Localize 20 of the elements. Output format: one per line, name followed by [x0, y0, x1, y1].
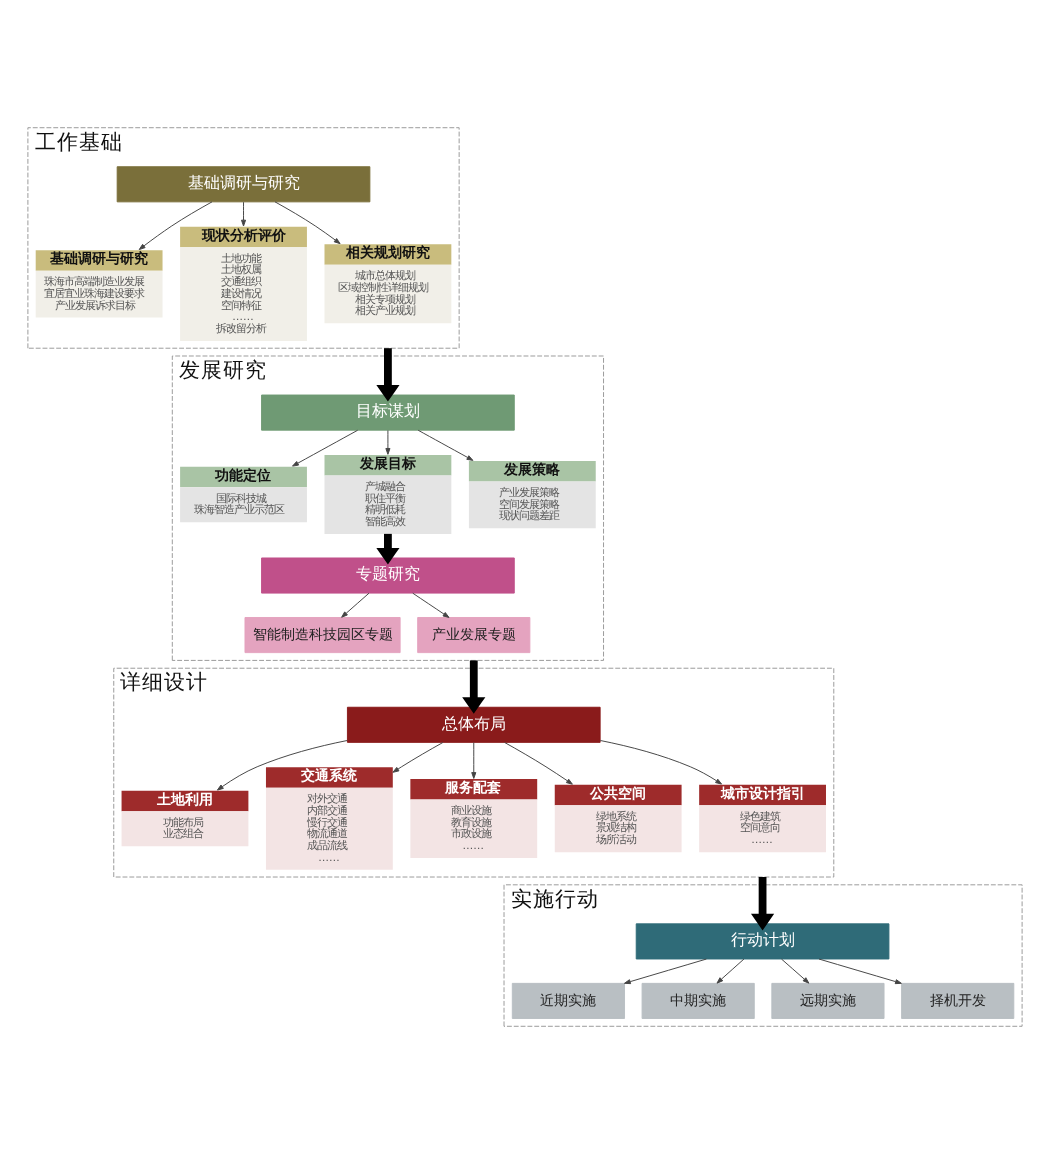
arrow	[417, 428, 474, 460]
arrow	[751, 876, 775, 930]
arrow	[274, 200, 341, 244]
arrow	[292, 428, 359, 466]
arrow	[716, 957, 745, 983]
arrow	[781, 957, 810, 983]
arrow	[341, 591, 370, 617]
arrow	[138, 200, 213, 250]
arrow	[504, 741, 573, 784]
arrow	[241, 200, 247, 226]
arrow	[392, 741, 444, 772]
arrow	[623, 957, 707, 984]
arrow	[412, 591, 450, 617]
arrow	[462, 659, 486, 713]
arrow	[376, 347, 400, 401]
arrow	[818, 957, 902, 984]
arrow	[385, 428, 391, 454]
arrow	[216, 739, 348, 790]
arrow	[599, 739, 723, 784]
arrow	[471, 741, 477, 778]
